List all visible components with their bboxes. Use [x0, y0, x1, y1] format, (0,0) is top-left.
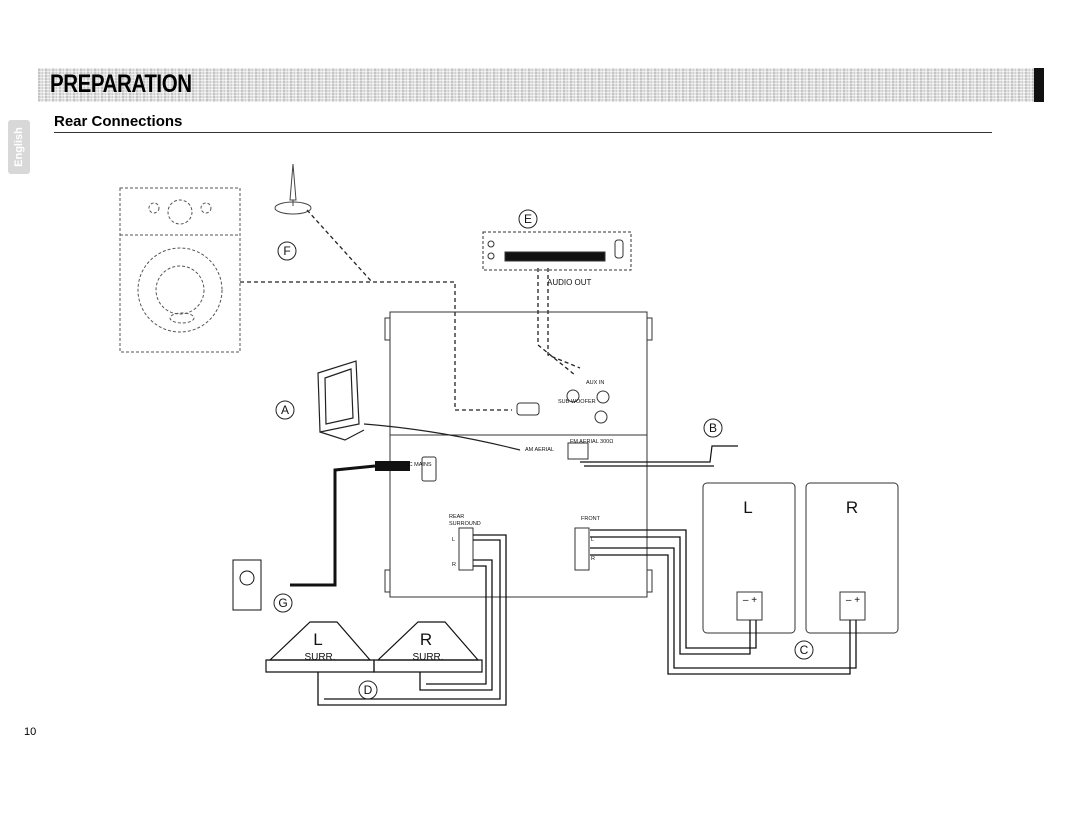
- callout-d: D: [364, 683, 373, 697]
- mains-cable: [232, 461, 410, 611]
- callout-g: G: [278, 596, 287, 610]
- section-title: Rear Connections: [54, 113, 183, 130]
- front-left-speaker-label: L: [743, 498, 752, 517]
- header-banner: [38, 68, 1044, 102]
- callout-e: E: [524, 212, 532, 226]
- surround-speakers: [265, 621, 483, 673]
- front-label: FRONT: [581, 516, 601, 522]
- dashed-wires: [240, 209, 581, 411]
- surround-right-speaker-label: R: [420, 630, 432, 649]
- callout-c-circle: [794, 640, 814, 660]
- aux-in-label: AUX IN: [586, 380, 604, 386]
- callout-f: F: [283, 244, 290, 258]
- fm-lead: [580, 445, 738, 467]
- front-right-speaker-label: R: [846, 498, 858, 517]
- front-pin-r: R: [591, 556, 595, 562]
- callout-f-circle: [277, 241, 297, 261]
- surround-right-speaker-sub: SURR.: [412, 652, 443, 663]
- subwoofer-illustration: [119, 187, 241, 353]
- fm-aerial-label: FM AERIAL 300Ω: [570, 439, 613, 445]
- header-banner-end: [1034, 68, 1044, 102]
- front-right-terminal-polarity: – +: [846, 595, 860, 606]
- front-speakers: [702, 482, 899, 634]
- fm-aerial-illustration: [274, 163, 312, 215]
- page-number: 10: [24, 726, 37, 738]
- surround-wires: [317, 534, 507, 706]
- rear-surround-label-1: REAR: [449, 514, 464, 520]
- callout-a-circle: [275, 400, 295, 420]
- callout-b: B: [709, 421, 717, 435]
- section-rule: [54, 132, 992, 133]
- sub-woofer-label: SUB WOOFER: [558, 399, 596, 405]
- callout-d-circle: [358, 680, 378, 700]
- language-tab: English: [8, 120, 30, 174]
- front-speaker-wires: [590, 529, 857, 675]
- callout-e-circle: [518, 209, 538, 229]
- callout-b-circle: [703, 418, 723, 438]
- audio-source-device: [482, 231, 632, 271]
- callout-c: C: [800, 643, 809, 657]
- callout-g-circle: [273, 593, 293, 613]
- callout-a: A: [281, 403, 289, 417]
- am-loop-antenna: [317, 360, 521, 451]
- front-pin-l: L: [591, 537, 594, 543]
- am-aerial-label: AM AERIAL: [525, 447, 554, 453]
- front-left-terminal-polarity: – +: [743, 595, 757, 606]
- main-unit-rear: [384, 311, 653, 598]
- page-title: PREPARATION: [50, 70, 192, 98]
- rear-pin-l: L: [452, 537, 455, 543]
- rear-surround-label-2: SURROUND: [449, 521, 481, 527]
- rear-pin-r: R: [452, 562, 456, 568]
- surround-left-speaker-sub: SURR.: [304, 652, 335, 663]
- audio-out-label: AUDIO OUT: [547, 278, 592, 287]
- ac-mains-label: AC MAINS: [405, 462, 432, 468]
- surround-left-speaker-label: L: [313, 630, 322, 649]
